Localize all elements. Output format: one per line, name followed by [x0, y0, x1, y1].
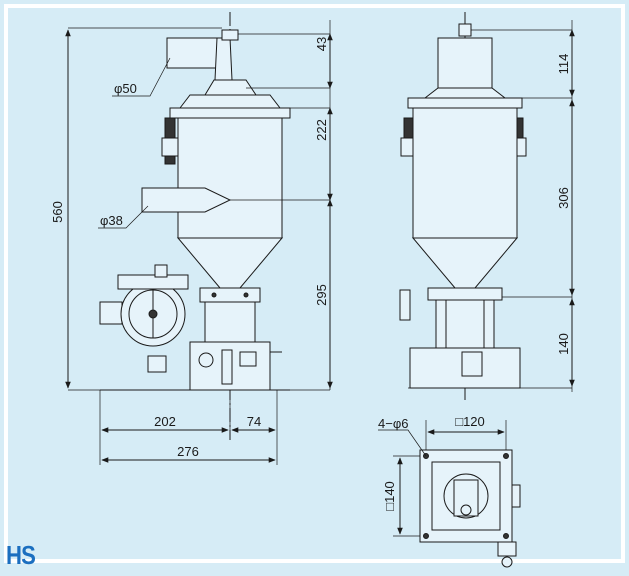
drawing-frame — [4, 4, 625, 563]
lid-cone — [204, 79, 257, 96]
dim-width-left: 202 — [154, 414, 176, 429]
dim-hopper-height: 295 — [314, 284, 329, 306]
dim-square-width: □120 — [455, 414, 485, 429]
lid-rim — [169, 107, 291, 119]
bottom-view — [378, 420, 521, 568]
hopper-cone — [176, 237, 284, 289]
side-body — [412, 107, 518, 239]
motor — [99, 264, 189, 347]
dim-inlet-diameter: φ50 — [114, 81, 137, 96]
side-top-unit — [437, 37, 493, 89]
inlet-elbow — [214, 37, 233, 81]
dim-width-right: 74 — [247, 414, 261, 429]
outlet-pipe — [141, 187, 232, 213]
side-view — [399, 12, 575, 400]
inlet-pipe — [166, 37, 218, 69]
lid — [178, 94, 282, 109]
model-label: HS — [6, 540, 36, 570]
dim-body-height: 222 — [314, 119, 329, 141]
flange — [199, 287, 261, 303]
dim-side-top: 114 — [556, 54, 571, 75]
dim-overall-width: 276 — [177, 444, 199, 459]
dim-square-depth: □140 — [382, 481, 397, 511]
left-clamp — [161, 117, 179, 165]
body-cylinder — [177, 117, 283, 239]
dim-outlet-diameter: φ38 — [100, 213, 123, 228]
dim-top-height: 43 — [314, 37, 329, 51]
dim-side-bottom: 140 — [556, 333, 571, 355]
dim-overall-height: 560 — [50, 201, 65, 223]
front-view — [65, 12, 333, 465]
dim-side-body: 306 — [556, 187, 571, 209]
dim-holes: 4−φ6 — [378, 416, 408, 431]
